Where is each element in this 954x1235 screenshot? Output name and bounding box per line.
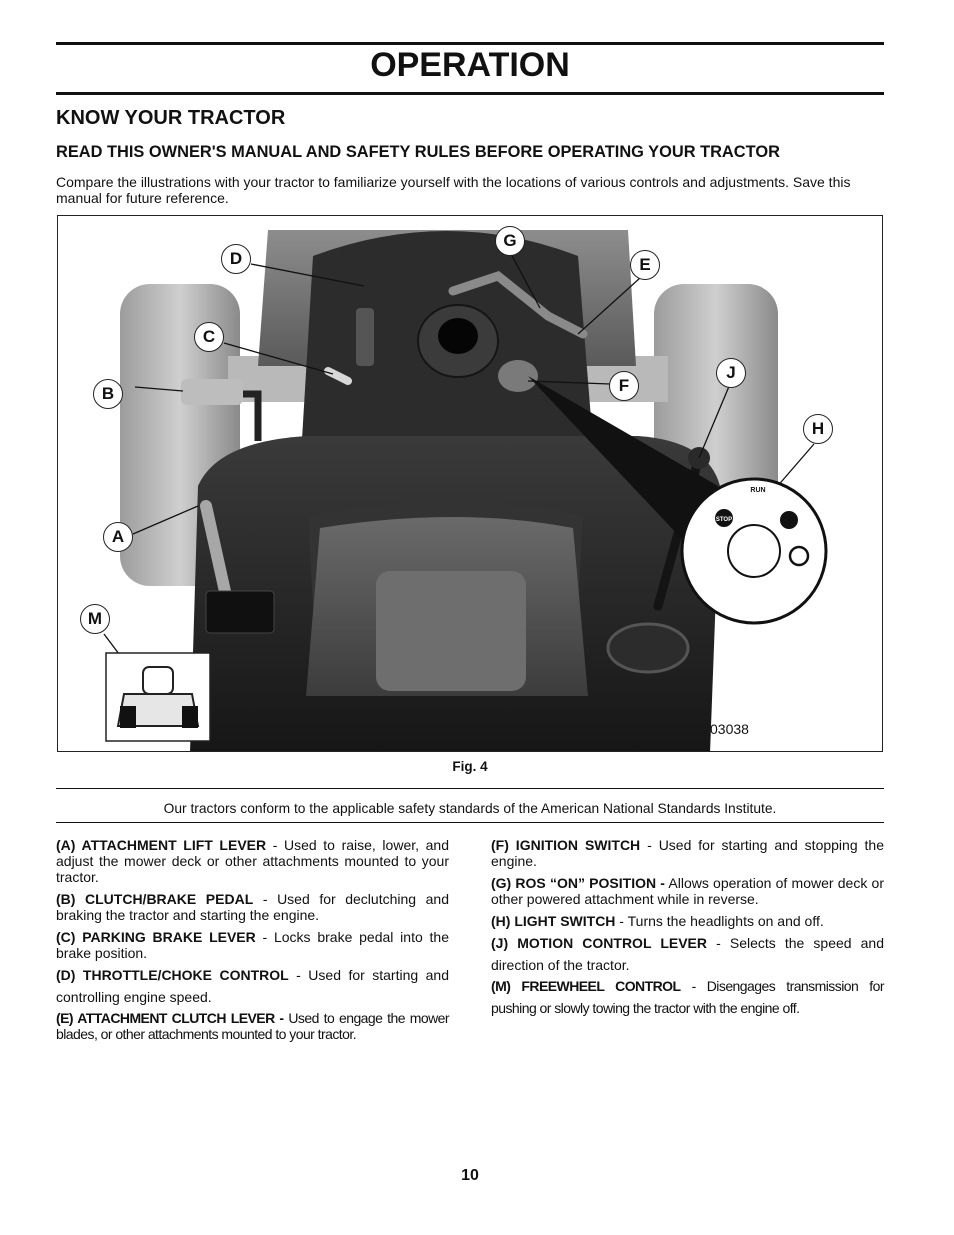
callout-d: D [221, 244, 251, 274]
standards-bottom-rule [56, 822, 884, 823]
control-desc-e: (E) ATTACHMENT CLUTCH LEVER - Used to en… [56, 1010, 450, 1042]
figure-caption: Fig. 4 [452, 759, 488, 774]
control-desc-h: (H) LIGHT SWITCH - Turns the headlights … [491, 913, 824, 929]
ignition-closeup [680, 477, 828, 625]
page-title: OPERATION [370, 46, 570, 84]
callout-a: A [103, 522, 133, 552]
callout-j: J [716, 358, 746, 388]
control-desc-m: (M) FREEWHEEL CONTROL - Disengages trans… [491, 978, 885, 1016]
callout-e: E [630, 250, 660, 280]
standards-note: Our tractors conform to the applicable s… [163, 801, 777, 816]
top-rule [56, 42, 884, 45]
intro-paragraph: Compare the illustrations with your trac… [56, 174, 851, 206]
control-desc-d: (D) THROTTLE/CHOKE CONTROL - Used for st… [56, 967, 449, 1005]
control-desc-b: (B) CLUTCH/BRAKE PEDAL - Used for declut… [56, 891, 449, 923]
controls-right-column: (F) IGNITION SWITCH - Used for starting … [491, 837, 885, 1021]
control-desc-c: (C) PARKING BRAKE LEVER - Locks brake pe… [56, 929, 449, 961]
callout-f: F [609, 371, 639, 401]
section-title: KNOW YOUR TRACTOR [56, 107, 286, 129]
tractor-figure: STOP RUN D G E C B F J H A M 03038 [57, 215, 883, 752]
tractor-illustration: STOP RUN [103, 230, 828, 751]
control-desc-a: (A) ATTACHMENT LIFT LEVER - Used to rais… [56, 837, 449, 885]
standards-top-rule [56, 788, 884, 789]
figure-code: 03038 [710, 721, 749, 737]
control-desc-j: (J) MOTION CONTROL LEVER - Selects the s… [491, 935, 884, 973]
ignition-run-label: RUN [750, 487, 765, 494]
callout-m: M [80, 604, 110, 634]
control-desc-g: (G) ROS “ON” POSITION - Allows operation… [491, 875, 884, 907]
callout-b: B [93, 379, 123, 409]
ignition-stop-label: STOP [716, 517, 732, 523]
callout-g: H [803, 414, 833, 444]
control-desc-f: (F) IGNITION SWITCH - Used for starting … [491, 837, 884, 869]
controls-left-column: (A) ATTACHMENT LIFT LEVER - Used to rais… [56, 837, 450, 1048]
callout-c: C [194, 322, 224, 352]
page-number: 10 [461, 1167, 479, 1184]
callout-h: G [495, 226, 525, 256]
safety-subheading: READ THIS OWNER'S MANUAL AND SAFETY RULE… [56, 143, 780, 161]
title-underline [56, 92, 884, 95]
